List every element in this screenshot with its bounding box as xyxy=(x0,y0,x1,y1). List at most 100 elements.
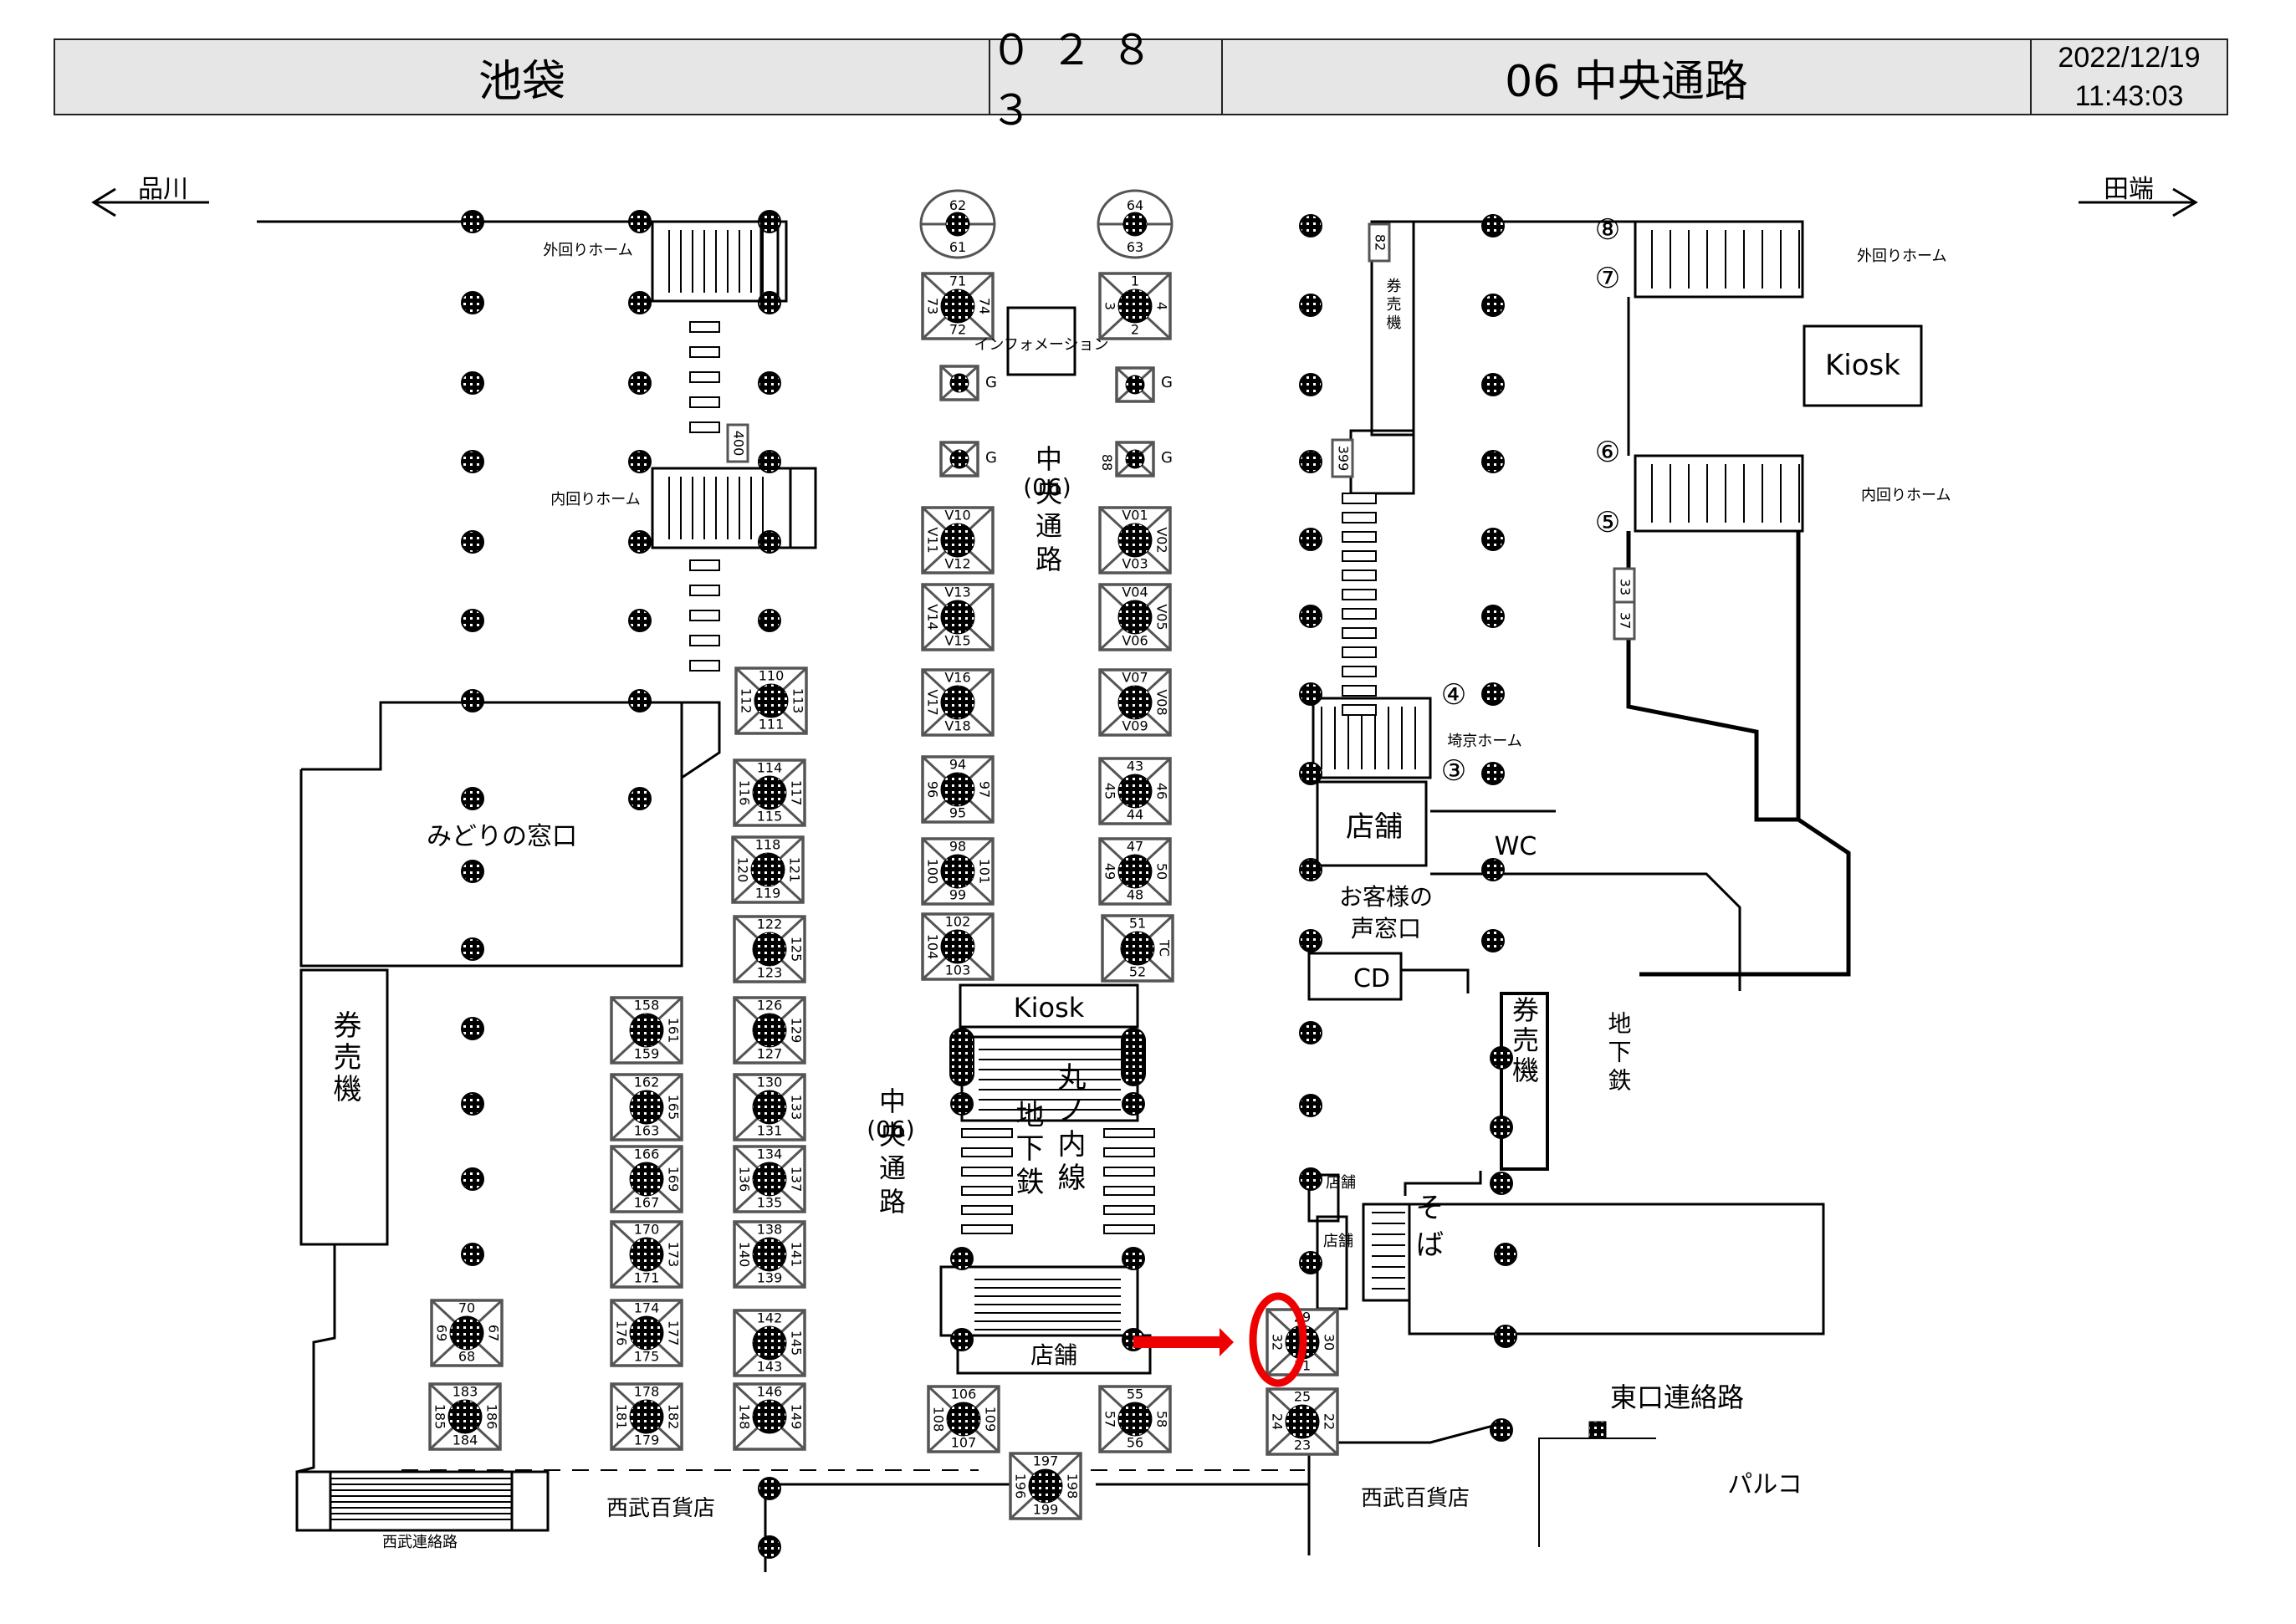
header-bar: 池袋 ０２８３ 06 中央通路 2022/12/19 11:43:03 xyxy=(54,26,2228,135)
camera-id-label: V03 xyxy=(1122,556,1148,572)
camera-id-label: 48 xyxy=(1127,887,1143,903)
camera-group[interactable] xyxy=(939,441,979,477)
platform-number: ④ xyxy=(1441,678,1466,712)
pillar-icon xyxy=(461,291,484,314)
pillar-icon xyxy=(461,689,484,712)
pillar-icon xyxy=(1299,1167,1322,1191)
equipment-tag: 37 xyxy=(1618,612,1634,629)
pillar-icon xyxy=(1481,294,1505,317)
camera-icon xyxy=(940,600,975,635)
camera-icon xyxy=(629,1162,664,1197)
okyaku-line1: お客様の xyxy=(1339,883,1433,911)
camera-icon xyxy=(1125,375,1145,395)
camera-icon xyxy=(752,1325,787,1361)
pillar-icon xyxy=(1481,605,1505,628)
camera-id-label: 1 xyxy=(1131,273,1139,289)
camera-group[interactable] xyxy=(1115,441,1155,477)
map-label: 券売機 xyxy=(1508,996,1540,1086)
pillar-icon xyxy=(1299,450,1322,473)
map-label: 内回りホーム xyxy=(1861,487,1951,504)
pillar-icon xyxy=(1299,528,1322,551)
camera-id-label: 51 xyxy=(1129,916,1146,932)
camera-icon xyxy=(752,1237,787,1272)
camera-id-label: 118 xyxy=(755,837,781,853)
camera-id-label: 177 xyxy=(666,1320,682,1346)
camera-id-label: 73 xyxy=(925,298,941,314)
map-label: (06) xyxy=(867,1116,914,1143)
pillar-icon xyxy=(1299,682,1322,706)
camera-id-label: 46 xyxy=(1154,783,1170,799)
camera-id-label: TC xyxy=(1157,939,1173,957)
camera-id-label: V10 xyxy=(944,508,970,523)
camera-id-label: V14 xyxy=(925,604,941,630)
camera-group[interactable] xyxy=(1115,366,1155,403)
camera-id-label: 126 xyxy=(757,998,783,1014)
pillar-icon xyxy=(1481,528,1505,551)
camera-id-label: 97 xyxy=(977,781,993,798)
pillar-icon xyxy=(1122,1247,1145,1270)
camera-id-label: 199 xyxy=(1033,1502,1059,1518)
tag-88: 88 xyxy=(1099,454,1115,471)
escalator-pillar-icon xyxy=(949,1028,974,1086)
camera-id-label: 4 xyxy=(1154,302,1170,310)
camera-group[interactable] xyxy=(939,365,979,401)
camera-icon xyxy=(940,685,975,720)
equipment-tag: 400 xyxy=(731,431,747,457)
camera-id-label: V18 xyxy=(944,718,970,734)
camera-id-label: 173 xyxy=(666,1242,682,1268)
pillar-icon xyxy=(758,291,781,314)
pillar-icon xyxy=(461,1167,484,1191)
camera-icon xyxy=(1117,600,1153,635)
camera-id-label: 121 xyxy=(787,857,803,883)
camera-id-label: 183 xyxy=(453,1384,478,1400)
camera-icon xyxy=(940,523,975,558)
direction-left-label: 品川 xyxy=(138,175,188,204)
map-label: 西武百貨店 xyxy=(606,1496,715,1521)
camera-id-label: 3 xyxy=(1102,302,1118,310)
camera-icon xyxy=(752,775,787,810)
camera-id-label: 179 xyxy=(634,1432,660,1448)
camera-id-label: V02 xyxy=(1154,527,1170,553)
camera-id-label: 72 xyxy=(949,322,966,338)
camera-id-label: 45 xyxy=(1102,783,1118,799)
